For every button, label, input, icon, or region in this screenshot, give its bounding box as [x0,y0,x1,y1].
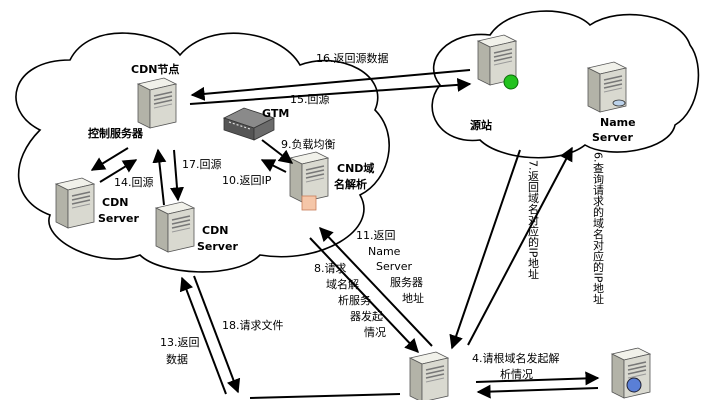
cdn-cloud [15,32,390,273]
step-16-label: 16.返回源数据 [316,51,389,65]
cdn-server-mid-icon [155,201,195,253]
gtm-label: GTM [262,107,289,120]
name-server-label-1: Name [600,116,636,129]
step-10-label: 10.返回IP [222,174,272,187]
arrow-18 [193,275,241,394]
step-11-line-4: 服务器 [390,276,423,289]
cdn-server-left-label-2: Server [98,212,139,225]
arrow-17b [170,149,184,202]
step-6-label: 6.查询请求的域名对应的IP地址 [592,152,605,304]
step-9-label: 9.负载均衡 [281,137,336,151]
step-14-label: 14.回源 [114,175,154,189]
arrow-14 [90,147,129,171]
step-7-label: 7.返回域名对应的IP地址 [527,160,540,279]
step-17-label: 17.回源 [182,157,222,171]
arrow-bottom [249,393,401,399]
gtm-switch-icon [222,107,276,141]
step-11-line-1: 11.返回 [356,229,396,242]
origin-cloud [431,10,700,159]
step-8-line-1: 8.请求 [314,262,347,275]
arrow-13 [179,276,227,395]
local-dns-server-icon [409,351,449,400]
arrow-4 [475,371,600,386]
arrow-11 [319,226,433,347]
cdn-node-label: CDN节点 [131,62,179,76]
root-dns-globe-icon [626,377,642,393]
cnd-resolve-label-2: 名解析 [334,177,367,191]
arrow-4b [476,384,599,399]
cdn-server-left-label-1: CDN [102,196,128,209]
cnd-resolve-label-1: CND域 [337,161,374,175]
step-11-line-2: Name [368,245,401,258]
step-8-line-5: 情况 [364,326,386,339]
name-server-label-2: Server [592,131,633,144]
arrow-17 [152,148,167,206]
cdn-server-left-icon [55,177,95,229]
step-13-label-1: 13.返回 [160,336,200,349]
step-13-label-2: 数据 [166,352,188,366]
origin-status-icon [503,74,519,90]
step-4-label-2: 析情况 [500,367,533,381]
step-8-line-4: 器发起 [350,309,383,323]
origin-label: 源站 [470,118,492,132]
arrow-8 [309,237,419,354]
cdn-server-mid-label-1: CDN [202,224,228,237]
cdn-server-mid-label-2: Server [197,240,238,253]
step-11-line-5: 地址 [402,291,424,305]
arrow-9 [261,139,294,164]
dns-resolve-highlight-icon [301,195,317,211]
control-server-icon [137,77,177,129]
arrow-6 [467,146,573,346]
step-4-label-1: 4.请根域名发起解 [472,351,560,365]
arrow-7 [449,149,521,350]
arrow-10 [260,159,287,173]
step-8-line-3: 析服务 [338,293,371,307]
step-18-label: 18.请求文件 [222,318,284,332]
step-11-line-3: Server [376,260,413,273]
arrow-14b [99,159,138,183]
step-15-label: 15.回源 [290,92,330,106]
control-server-label: 控制服务器 [88,126,144,140]
arrow-15 [189,77,472,105]
dns-resolve-server-icon [289,151,329,203]
name-server-db-icon [612,99,626,107]
arrow-16 [190,69,471,101]
step-8-line-2: 域名解 [326,277,359,291]
